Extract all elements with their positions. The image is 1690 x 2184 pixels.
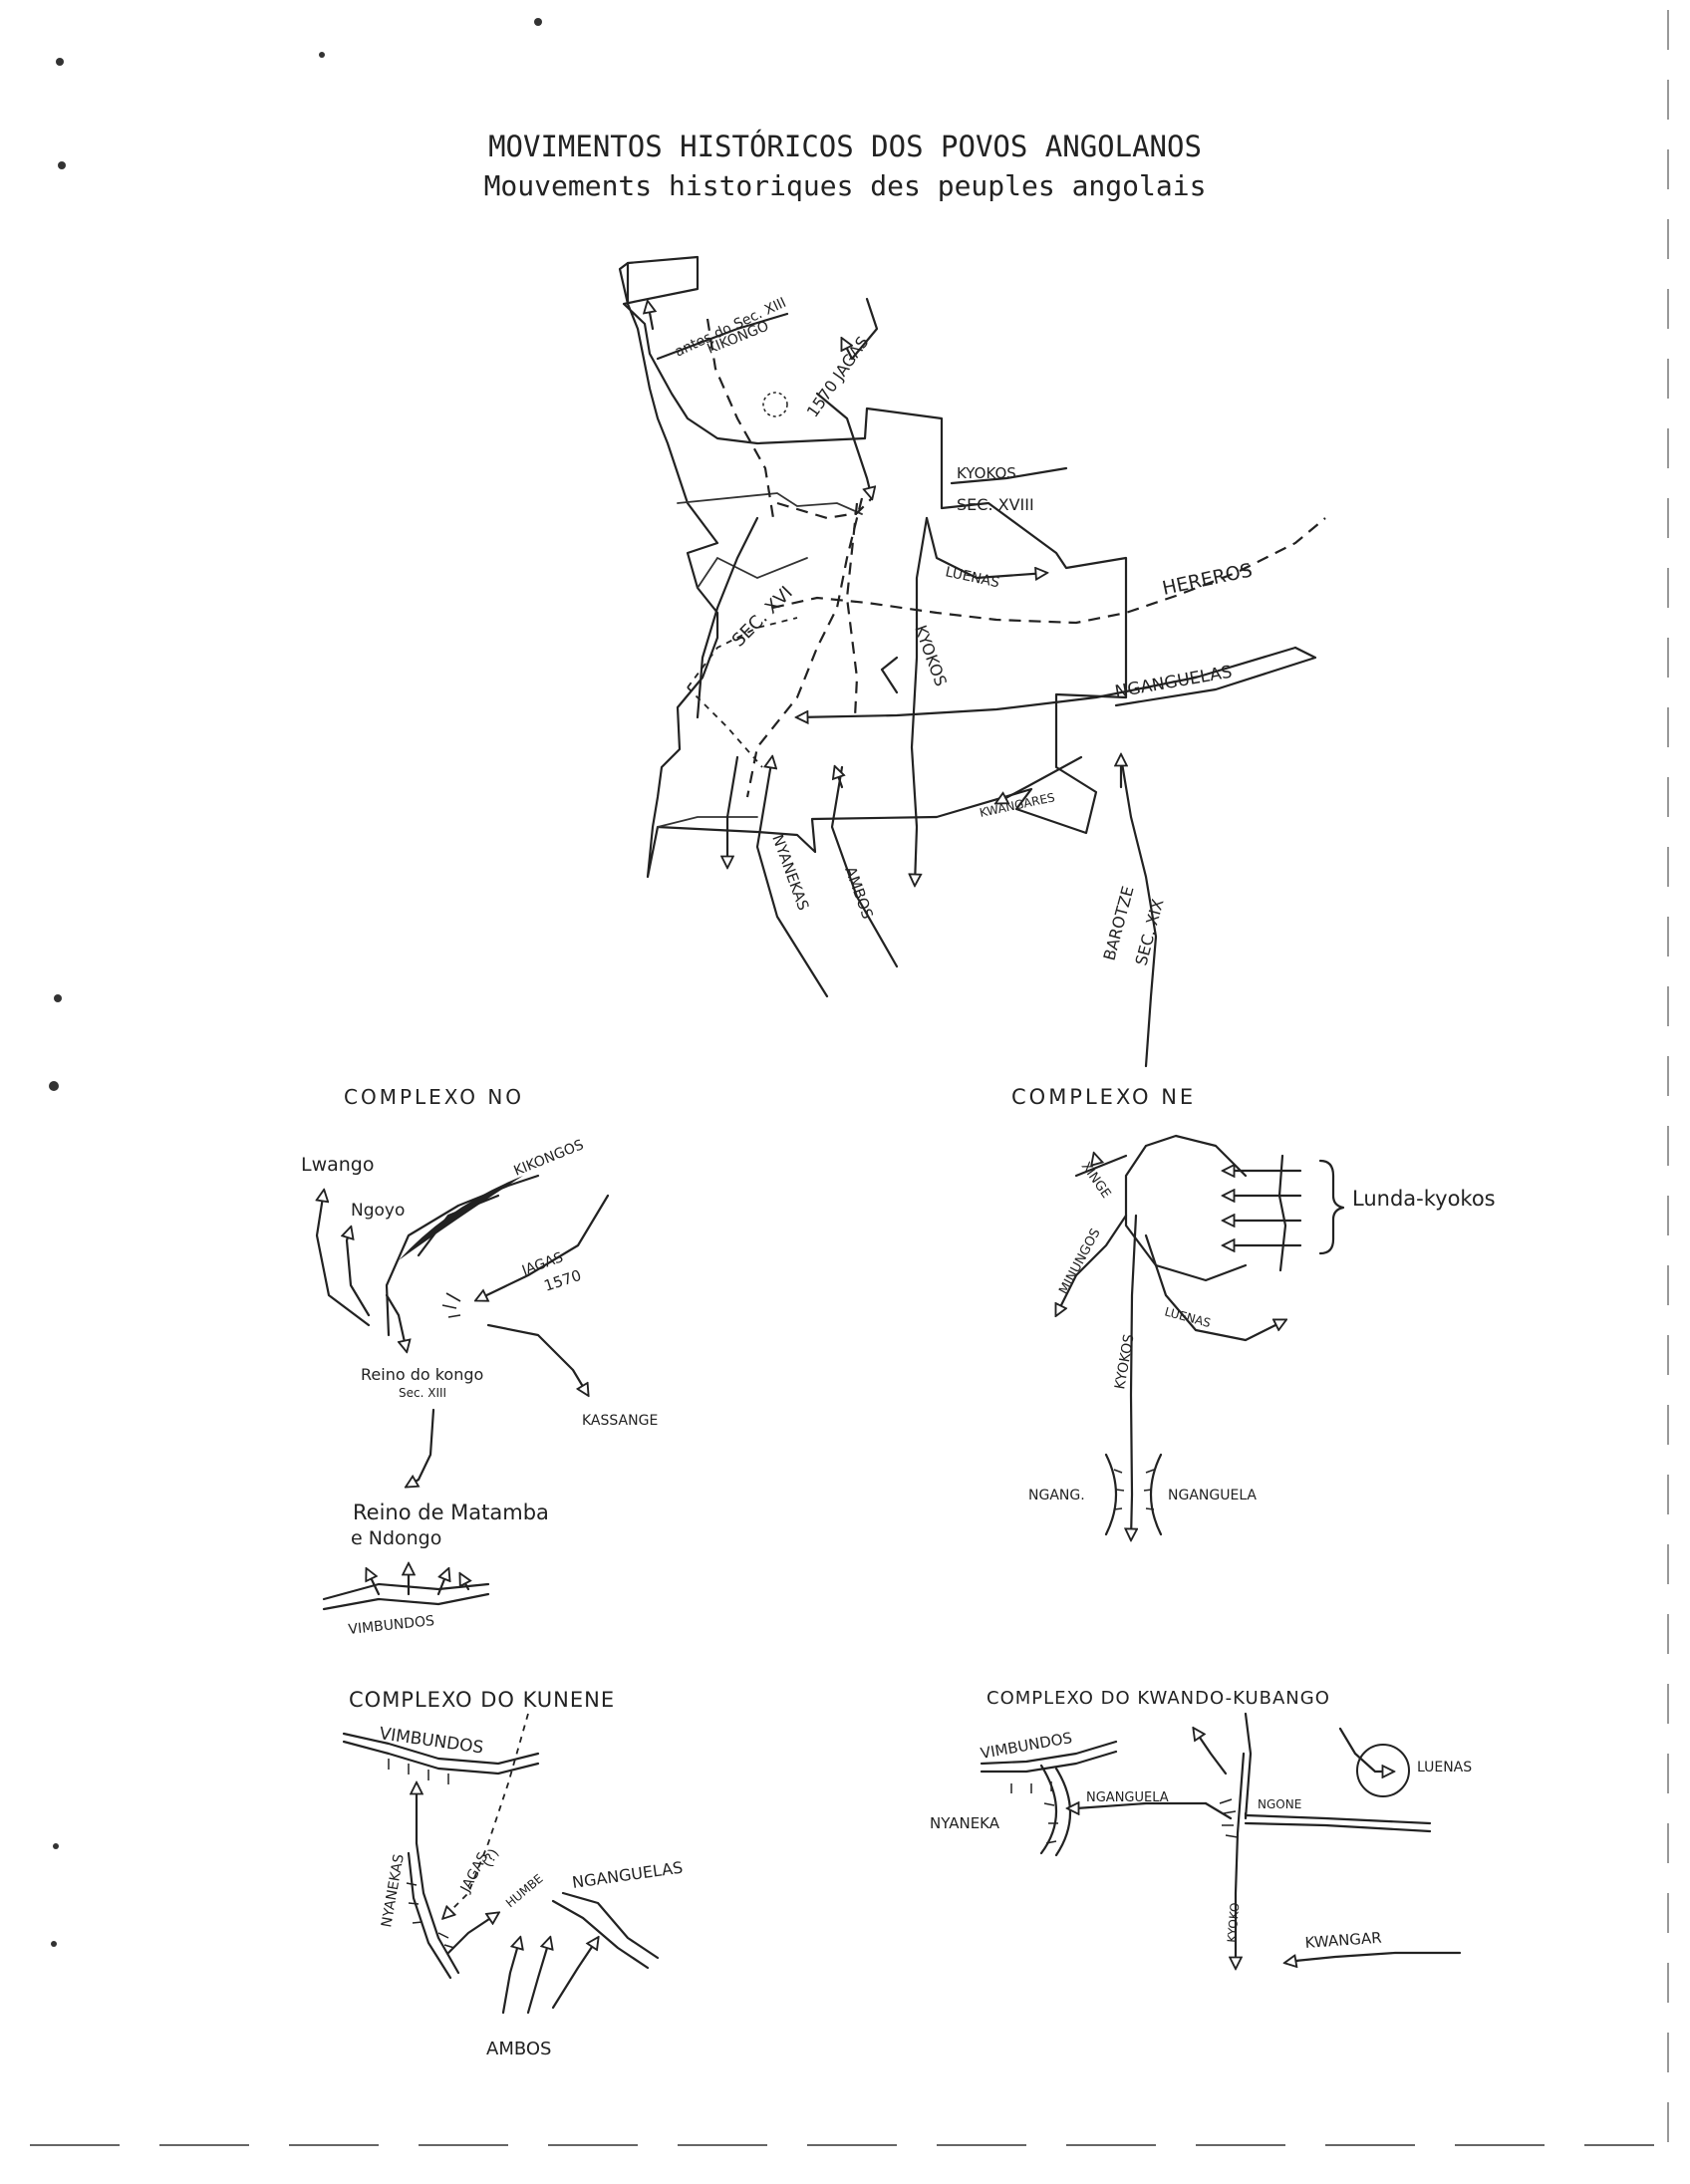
label-sec-xiii-no: Sec. XIII (399, 1386, 446, 1400)
label-ngoyo: Ngoyo (351, 1201, 405, 1221)
label-kyoko-kk: KYOKO (1225, 1902, 1242, 1943)
complex-kunene (342, 1713, 660, 2015)
label-vimbundos-no: VIMBUNDOS (348, 1613, 435, 1638)
label-lwango: Lwango (301, 1154, 375, 1176)
complex-kunene-title: COMPLEXO DO KUNENE (349, 1688, 615, 1712)
label-kyokos-north: KYOKOS (957, 464, 1016, 482)
label-nyanekas-kunene: NYANEKAS (379, 1853, 408, 1929)
label-luenas: LUENAS (944, 564, 1000, 591)
scan-marks (30, 10, 1669, 2146)
label-nganguela-ne: NGANGUELA (1168, 1488, 1257, 1503)
label-nyaneka-kk: NYANEKA (930, 1814, 1000, 1832)
label-sec-xviii: SEC. XVIII (957, 495, 1034, 514)
label-nganguelas-kunene: NGANGUELAS (571, 1858, 684, 1892)
main-map-labels: antes do Sec. XIII KIKONGO 1570 JAGAS KY… (673, 295, 1255, 967)
complex-ne (1056, 1134, 1345, 1539)
complex-no-title: COMPLEXO NO (344, 1085, 524, 1109)
label-sec-xvi: SEC. XVI (728, 582, 797, 651)
complex-kwando-kubango (980, 1712, 1462, 1968)
label-ngone-kk: NGONE (1258, 1797, 1301, 1811)
complex-kk-title: COMPLEXO DO KWANDO-KUBANGO (986, 1688, 1330, 1709)
label-reino-kongo: Reino do kongo (361, 1365, 483, 1384)
label-antes-sec-xiii: antes do Sec. XIII (673, 295, 789, 361)
label-xinge: XINGE (1078, 1160, 1114, 1202)
label-kwangares: KWANGARES (979, 790, 1056, 820)
label-lunda-kyokos: Lunda-kyokos (1352, 1187, 1496, 1211)
angola-outline (618, 255, 1128, 879)
label-kassange: KASSANGE (582, 1413, 658, 1429)
map-title-portuguese: MOVIMENTOS HISTÓRICOS DOS POVOS ANGOLANO… (488, 130, 1202, 163)
map-title-french: Mouvements historiques des peuples angol… (483, 169, 1207, 202)
label-nganguela-kk: NGANGUELA (1086, 1790, 1169, 1805)
label-reino-matamba: Reino de Matamba (353, 1501, 549, 1524)
label-jagas-1570: 1570 JAGAS (803, 333, 873, 420)
label-luenas-ne: LUENAS (1163, 1304, 1212, 1330)
label-humbe: HUMBE (503, 1871, 546, 1910)
label-kwangar-kk: KWANGAR (1304, 1929, 1382, 1952)
label-minungos: MINUNGOS (1056, 1227, 1103, 1297)
label-kikongos: KIKONGOS (512, 1137, 587, 1180)
label-jagas-question: (?) (479, 1846, 502, 1870)
main-map (618, 255, 1326, 1068)
complex-ne-title: COMPLEXO NE (1011, 1085, 1196, 1109)
label-luenas-kk: LUENAS (1417, 1760, 1472, 1775)
label-ndongo: e Ndongo (351, 1527, 441, 1549)
label-barotze: BAROTZE (1100, 884, 1138, 962)
label-ambos: AMBOS (841, 864, 877, 921)
label-ngang: NGANG. (1028, 1488, 1085, 1503)
label-vimbundos-kk: VIMBUNDOS (980, 1729, 1074, 1763)
label-kyokos-ne: KYOKOS (1112, 1333, 1137, 1391)
label-sec-xix: SEC. XIX (1132, 897, 1168, 967)
label-vimbundos-kunene: VIMBUNDOS (378, 1724, 484, 1758)
complex-no (317, 1174, 610, 1611)
label-hereros: HEREROS (1160, 559, 1254, 600)
label-ambos-kunene: AMBOS (486, 2039, 551, 2059)
